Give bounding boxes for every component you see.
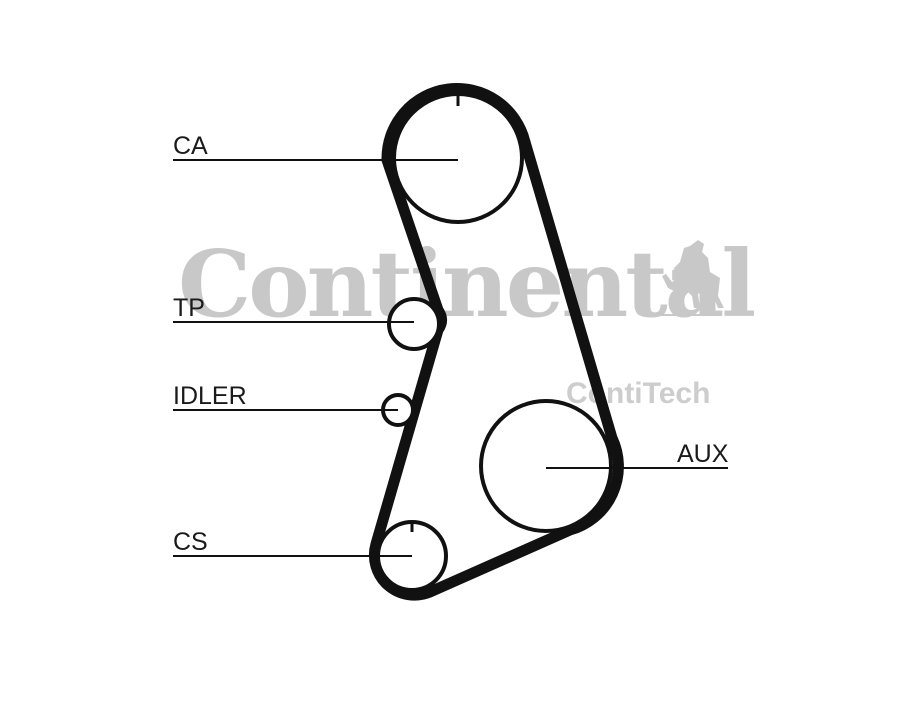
watermark-sub-brand: ContiTech xyxy=(566,377,710,410)
watermark-brand: Continental xyxy=(178,230,754,338)
rearing-horse-icon xyxy=(662,240,724,308)
timing-belt xyxy=(368,83,624,601)
idler-label: IDLER xyxy=(173,382,247,410)
auxiliary-pulley xyxy=(479,399,613,533)
aux-label: AUX xyxy=(677,440,729,468)
tp-label: TP xyxy=(173,294,205,322)
ca-label: CA xyxy=(173,132,208,160)
tensioner-pulley xyxy=(387,297,441,351)
watermark-underline xyxy=(652,314,722,316)
watermark: Continental ContiTech xyxy=(178,230,757,410)
camshaft-pulley xyxy=(392,92,524,224)
cs-label: CS xyxy=(173,528,208,556)
